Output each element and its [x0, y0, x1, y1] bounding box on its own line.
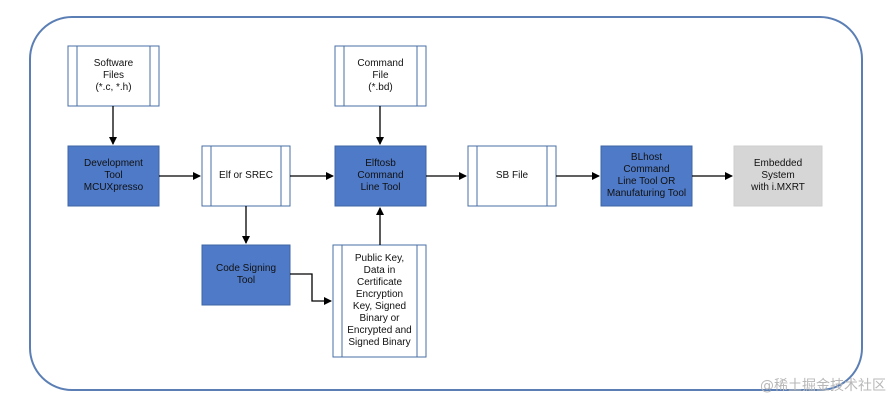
code-signing-tool-label: Code Signing Tool: [215, 263, 277, 286]
software-files-label: Software Files (*.c, *.h): [93, 58, 134, 93]
code-signing-tool-box: [201, 244, 291, 306]
elf-or-srec-label: Elf or SREC: [219, 170, 273, 181]
embedded-system-box: [733, 145, 823, 207]
sb-file-label: SB File: [495, 170, 529, 181]
outer-frame: [29, 16, 863, 391]
blhost-label: BLhost Command Line Tool OR Manufaturing…: [606, 152, 687, 199]
elftosb-label: Elftosb Command Line Tool: [357, 158, 404, 193]
embedded-system-label: Embedded System with i.MXRT: [751, 158, 805, 193]
sb-file-box: [467, 145, 557, 207]
keys-data-label: Public Key, Data in Certificate Encrypti…: [347, 253, 412, 348]
watermark: @稀土掘金技术社区: [760, 378, 886, 394]
elftosb-tool-box: [334, 145, 427, 207]
keys-data-box: [332, 244, 427, 358]
arrow-codesign-to-keys: [290, 273, 332, 305]
command-file-label: Command File (*.bd): [357, 58, 404, 93]
development-tool-label: Development Tool MCUXpresso: [83, 158, 144, 193]
command-file-box: [334, 45, 427, 107]
